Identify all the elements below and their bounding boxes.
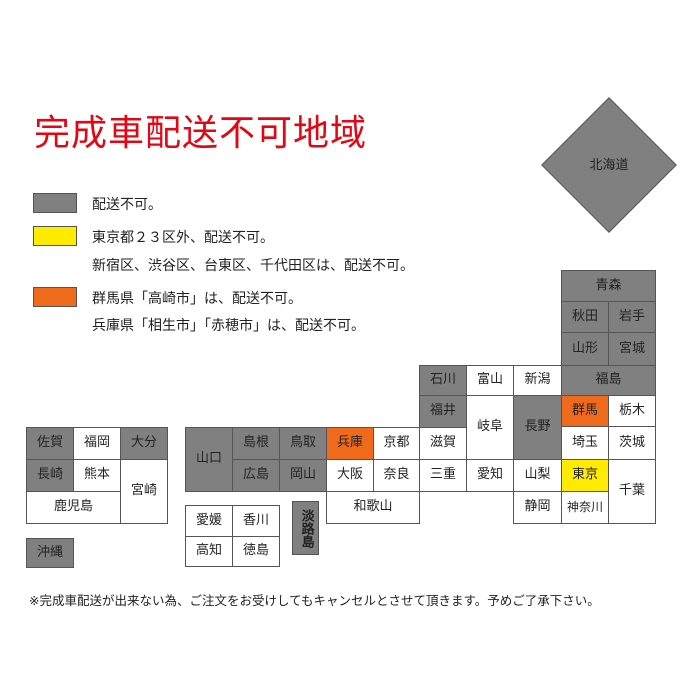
pref-kanagawa: 神奈川	[561, 491, 609, 524]
pref-aichi: 愛知	[466, 459, 514, 492]
pref-shimane: 島根	[232, 427, 280, 460]
page-title: 完成車配送不可地域	[34, 113, 368, 154]
legend-gray-text: 配送不可。	[92, 197, 162, 213]
pref-niigata: 新潟	[513, 365, 562, 396]
pref-wakayama: 和歌山	[326, 491, 420, 524]
legend-swatch-yellow	[33, 226, 77, 246]
pref-hokkaido-label: 北海道	[589, 158, 629, 173]
pref-kagawa: 香川	[232, 505, 280, 537]
pref-shiga: 滋賀	[419, 427, 467, 460]
pref-fukushima: 福島	[561, 365, 656, 396]
pref-kumamoto: 熊本	[73, 459, 121, 492]
pref-ibaraki: 茨城	[608, 426, 656, 460]
pref-ehime: 愛媛	[185, 505, 233, 537]
legend-yellow-line2: 新宿区、渋谷区、台東区、千代田区は、配送不可。	[92, 258, 414, 274]
pref-miyazaki: 宮崎	[120, 459, 168, 524]
pref-miyagi: 宮城	[608, 332, 656, 366]
pref-toyama: 富山	[466, 365, 514, 396]
pref-fukui: 福井	[419, 395, 467, 428]
pref-tottori: 鳥取	[279, 427, 327, 460]
pref-osaka: 大阪	[326, 459, 374, 492]
pref-tokyo: 東京	[561, 459, 609, 492]
pref-oita: 大分	[120, 427, 168, 460]
pref-fukuoka: 福岡	[73, 427, 121, 460]
pref-mie: 三重	[419, 459, 467, 492]
pref-okayama: 岡山	[279, 459, 327, 492]
footnote: ※完成車配送が出来ない為、ご注文をお受けしてもキャンセルとさせて頂きます。予めご…	[29, 593, 600, 608]
pref-hyogo: 兵庫	[326, 427, 374, 460]
pref-awaji: 淡路島	[292, 501, 319, 555]
pref-tochigi: 栃木	[608, 395, 656, 427]
pref-saga: 佐賀	[26, 427, 74, 460]
pref-gunma: 群馬	[561, 395, 609, 427]
pref-tokushima: 徳島	[232, 536, 280, 567]
pref-ishikawa: 石川	[419, 365, 467, 396]
legend-orange-line2: 兵庫県「相生市」「赤穂市」は、配送不可。	[92, 318, 365, 334]
pref-yamanashi: 山梨	[513, 459, 562, 492]
legend-orange-line1: 群馬県「高崎市」は、配送不可。	[92, 291, 302, 307]
legend-swatch-orange	[33, 287, 77, 307]
legend-swatch-gray	[33, 193, 77, 213]
pref-yamagata: 山形	[561, 332, 609, 366]
pref-yamaguchi: 山口	[185, 427, 233, 492]
pref-nara: 奈良	[373, 459, 420, 492]
pref-gifu: 岐阜	[466, 395, 514, 460]
pref-nagano: 長野	[513, 395, 562, 460]
pref-kochi: 高知	[185, 536, 233, 567]
pref-kagoshima: 鹿児島	[26, 491, 121, 524]
pref-saitama: 埼玉	[561, 426, 609, 460]
pref-iwate: 岩手	[608, 301, 656, 333]
pref-nagasaki: 長崎	[26, 459, 74, 492]
pref-okinawa: 沖縄	[26, 538, 74, 568]
pref-akita: 秋田	[561, 301, 609, 333]
pref-shizuoka: 静岡	[513, 491, 562, 524]
pref-hiroshima: 広島	[232, 459, 280, 492]
pref-chiba: 千葉	[608, 459, 656, 524]
pref-kyoto: 京都	[373, 427, 420, 460]
legend-yellow-line1: 東京都２３区外、配送不可。	[92, 230, 274, 246]
pref-aomori: 青森	[561, 270, 656, 302]
